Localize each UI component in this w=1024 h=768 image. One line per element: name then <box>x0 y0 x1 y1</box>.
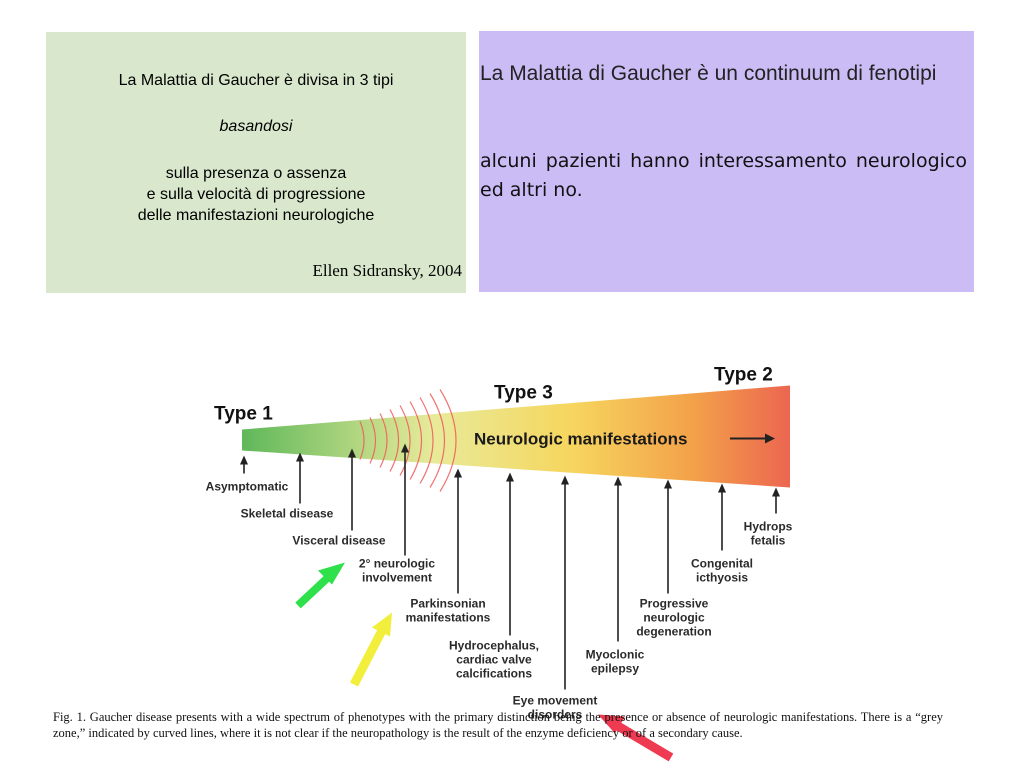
phenotype-label-line: Skeletal disease <box>241 507 334 521</box>
phenotype-arrow-head <box>240 455 248 465</box>
right-panel-statement: La Malattia di Gaucher è un continuum di… <box>480 62 937 85</box>
phenotype-label-line: Eye movement <box>513 694 598 708</box>
gaucher-phenotype-diagram: Type 1 Type 3 Type 2 Neurologic manifest… <box>200 363 942 762</box>
phenotype-label: Asymptomatic <box>206 480 289 494</box>
phenotype-label: Visceral disease <box>292 534 386 548</box>
phenotype-label-line: epilepsy <box>591 662 639 676</box>
left-panel-subheading: basandosi <box>219 118 293 135</box>
phenotype-label-line: Asymptomatic <box>206 480 289 494</box>
phenotype-label-line: Visceral disease <box>292 534 386 548</box>
grey-zone-curves <box>359 389 457 492</box>
phenotype-label-line: 2° neurologic <box>359 557 435 571</box>
left-panel-body-line: sulla presenza o assenza <box>165 165 347 182</box>
phenotype-label-line: fetalis <box>751 534 786 548</box>
left-panel-heading: La Malattia di Gaucher è divisa in 3 tip… <box>118 72 394 89</box>
neurologic-manifestations-label: Neurologic manifestations <box>474 430 687 449</box>
phenotype-arrow-head <box>614 476 622 486</box>
phenotype-arrow-head <box>296 452 304 462</box>
phenotype-label: Skeletal disease <box>241 507 334 521</box>
phenotype-label-line: manifestations <box>406 611 491 625</box>
left-panel-body-line: delle manifestazioni neurologiche <box>137 207 375 224</box>
phenotype-arrow-head <box>348 448 356 458</box>
type-2-label: Type 2 <box>714 365 773 386</box>
phenotype-arrow-head <box>772 487 780 497</box>
left-panel-body: sulla presenza o assenza e sulla velocit… <box>46 163 466 226</box>
phenotype-label-line: Hydrocephalus, <box>449 639 539 653</box>
phenotype-label-line: involvement <box>362 571 432 585</box>
type-3-label: Type 3 <box>494 383 553 404</box>
left-text-panel: La Malattia di Gaucher è divisa in 3 tip… <box>46 32 466 293</box>
left-panel-body-line: e sulla velocità di progressione <box>146 186 366 203</box>
phenotype-arrow-head <box>454 468 462 478</box>
phenotype-label-line: Parkinsonian <box>410 597 485 611</box>
right-text-panel: La Malattia di Gaucher è un continuum di… <box>479 31 974 292</box>
phenotype-spectrum-wedge <box>242 385 790 488</box>
green-highlight-arrow <box>295 562 345 609</box>
yellow-highlight-arrow <box>350 612 392 687</box>
phenotype-arrow-head <box>506 472 514 482</box>
citation: Ellen Sidransky, 2004 <box>312 261 462 280</box>
phenotype-label-line: Myoclonic <box>586 648 645 662</box>
right-panel-detail: alcuni pazienti hanno interessamento neu… <box>480 150 967 201</box>
phenotype-label-line: Progressive <box>640 597 709 611</box>
red-highlight-arrow <box>598 714 674 762</box>
phenotype-arrow-head <box>718 483 726 493</box>
phenotype-arrow-head <box>664 479 672 489</box>
phenotype-label-line: icthyosis <box>696 571 748 585</box>
phenotype-label-line: neurologic <box>643 611 705 625</box>
type-1-label: Type 1 <box>214 404 273 425</box>
phenotype-label-line: Hydrops <box>744 520 793 534</box>
phenotype-label-line: Congenital <box>691 557 753 571</box>
phenotype-label-line: cardiac valve <box>456 653 532 667</box>
phenotype-arrow-head <box>561 475 569 485</box>
phenotype-label-line: calcifications <box>456 667 532 681</box>
phenotype-label-line: degeneration <box>636 625 711 639</box>
figure-caption: Fig. 1. Gaucher disease presents with a … <box>53 710 943 740</box>
phenotype-arrow-head <box>401 443 409 453</box>
phenotype-label-line: disorders <box>528 708 583 722</box>
